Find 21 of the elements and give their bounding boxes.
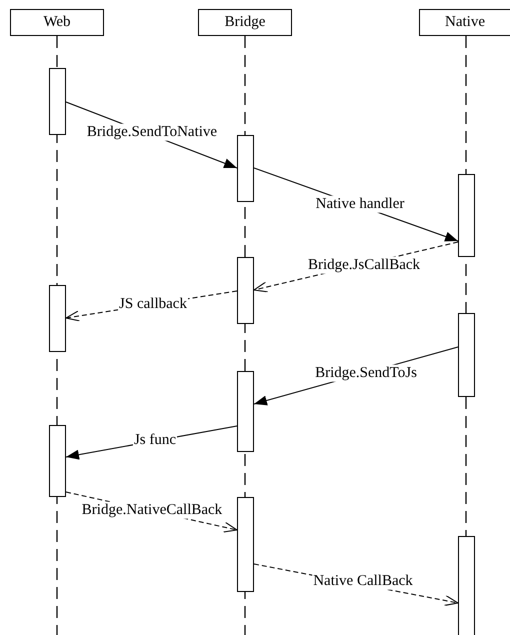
activation-bar xyxy=(49,285,66,352)
edge-label: Bridge.SendToNative xyxy=(86,124,218,140)
activation-bar xyxy=(49,68,66,135)
activation-bar xyxy=(237,135,254,202)
edge-label: Bridge.JsCallBack xyxy=(306,256,422,274)
activation-bar xyxy=(458,174,475,257)
edge-label: Bridge.SendToJs xyxy=(314,364,418,382)
activation-bar xyxy=(237,257,254,324)
lifeline-header: Bridge xyxy=(198,9,292,36)
edge-label: Native CallBack xyxy=(312,572,414,590)
activation-bar xyxy=(237,497,254,592)
edge-label: Bridge.NativeCallBack xyxy=(80,502,224,518)
lifeline-header: Web xyxy=(10,9,104,36)
activation-bar xyxy=(237,371,254,452)
edge-label: Native handler xyxy=(314,196,406,212)
activation-bar xyxy=(49,425,66,497)
activation-bar xyxy=(458,536,475,635)
edge-label: JS callback xyxy=(118,296,188,312)
lifeline-header: Native xyxy=(419,9,510,36)
edge-label: Js func xyxy=(132,432,178,448)
activation-bar xyxy=(458,313,475,397)
